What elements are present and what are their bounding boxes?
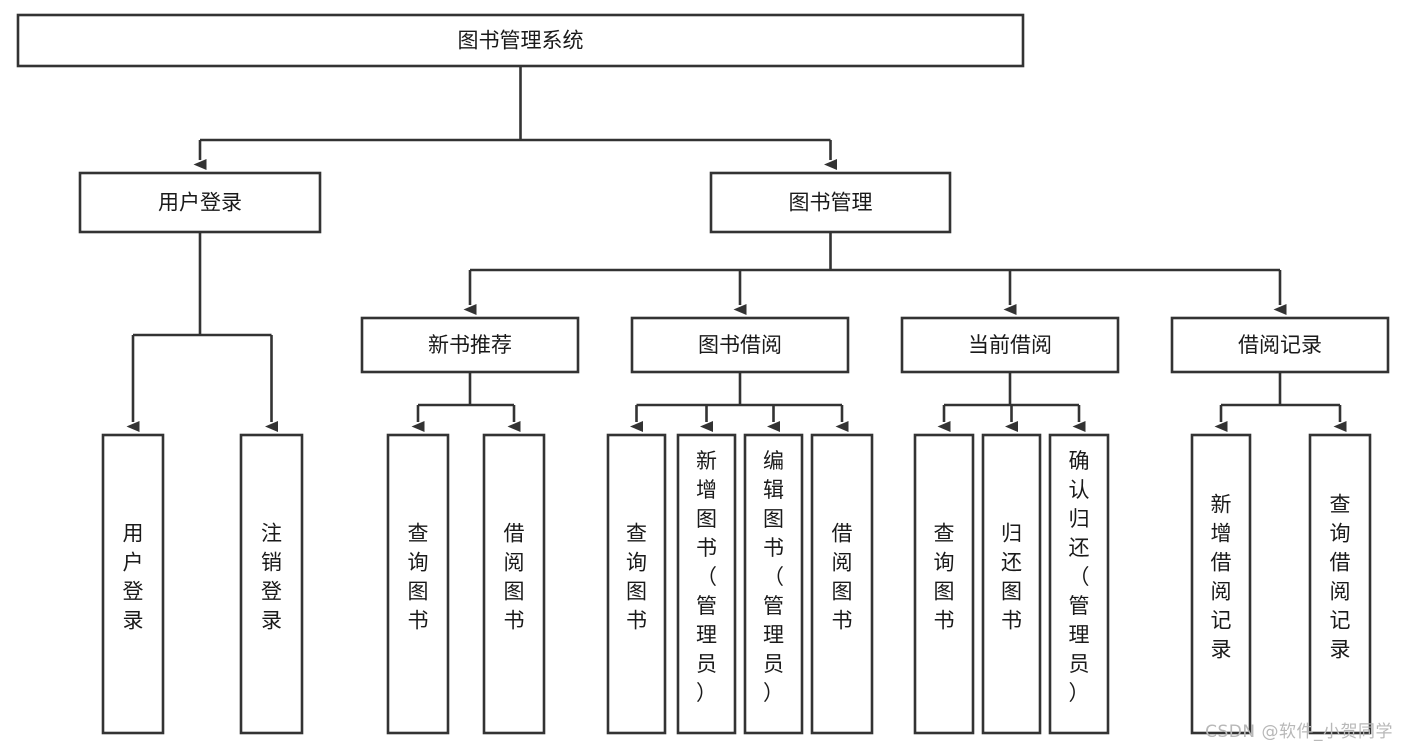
node-注销登录[interactable]: 注销登录 <box>239 433 304 735</box>
node-box <box>360 316 580 374</box>
node-box <box>1308 433 1372 735</box>
node-box <box>810 433 874 735</box>
node-label: 查询图书 <box>408 522 429 633</box>
node-label: 新增借阅记录 <box>1211 493 1232 662</box>
node-新增借阅记录[interactable]: 新增借阅记录 <box>1190 433 1252 735</box>
node-查询借阅记录[interactable]: 查询借阅记录 <box>1308 433 1372 735</box>
node-编辑图书-管理员[interactable]: 编辑图书（管理员） <box>743 433 804 735</box>
node-图书借阅[interactable]: 图书借阅 <box>630 316 850 374</box>
node-label: 当前借阅 <box>968 333 1052 357</box>
node-图书管理[interactable]: 图书管理 <box>709 171 952 234</box>
node-box <box>482 433 546 735</box>
node-label: 借阅图书 <box>504 522 525 633</box>
node-label: 图书借阅 <box>698 333 782 357</box>
node-label: 注销登录 <box>261 522 282 633</box>
node-box <box>239 433 304 735</box>
node-box <box>676 433 737 735</box>
node-box <box>709 171 952 234</box>
node-借阅图书[interactable]: 借阅图书 <box>810 433 874 735</box>
node-box <box>101 433 165 735</box>
node-label: 图书管理 <box>789 191 873 215</box>
node-box <box>1170 316 1390 374</box>
node-确认归还-管理员[interactable]: 确认归还（管理员） <box>1048 433 1110 735</box>
node-借阅图书[interactable]: 借阅图书 <box>482 433 546 735</box>
node-label: 归还图书 <box>1001 522 1022 633</box>
node-用户登录[interactable]: 用户登录 <box>78 171 322 234</box>
node-归还图书[interactable]: 归还图书 <box>981 433 1042 735</box>
node-box <box>606 433 667 735</box>
node-box <box>386 433 450 735</box>
node-图书管理系统[interactable]: 图书管理系统 <box>16 13 1025 68</box>
node-借阅记录[interactable]: 借阅记录 <box>1170 316 1390 374</box>
node-label: 编辑图书（管理员） <box>763 449 784 705</box>
node-box <box>900 316 1120 374</box>
node-box <box>981 433 1042 735</box>
node-新书推荐[interactable]: 新书推荐 <box>360 316 580 374</box>
node-当前借阅[interactable]: 当前借阅 <box>900 316 1120 374</box>
node-box <box>743 433 804 735</box>
node-查询图书[interactable]: 查询图书 <box>913 433 975 735</box>
node-label: 查询图书 <box>626 522 647 633</box>
node-box <box>16 13 1025 68</box>
node-label: 新书推荐 <box>428 333 512 357</box>
node-label: 用户登录 <box>123 522 144 633</box>
node-box <box>78 171 322 234</box>
node-box <box>913 433 975 735</box>
node-layer: 图书管理系统用户登录用户登录注销登录图书管理新书推荐查询图书借阅图书图书借阅查询… <box>16 13 1390 735</box>
node-label: 图书管理系统 <box>458 29 584 53</box>
csdn-watermark: CSDN @软件_小贺同学 <box>1205 722 1393 742</box>
connector-layer <box>126 66 1347 432</box>
node-label: 借阅记录 <box>1238 333 1322 357</box>
node-查询图书[interactable]: 查询图书 <box>606 433 667 735</box>
node-label: 借阅图书 <box>832 522 853 633</box>
node-label: 用户登录 <box>158 191 242 215</box>
node-label: 查询图书 <box>934 522 955 633</box>
node-查询图书[interactable]: 查询图书 <box>386 433 450 735</box>
node-新增图书-管理员[interactable]: 新增图书（管理员） <box>676 433 737 735</box>
node-box <box>1190 433 1252 735</box>
node-box <box>630 316 850 374</box>
node-label: 新增图书（管理员） <box>696 449 717 705</box>
node-box <box>1048 433 1110 735</box>
node-用户登录[interactable]: 用户登录 <box>101 433 165 735</box>
node-label: 确认归还（管理员） <box>1069 449 1090 705</box>
node-label: 查询借阅记录 <box>1330 493 1351 662</box>
